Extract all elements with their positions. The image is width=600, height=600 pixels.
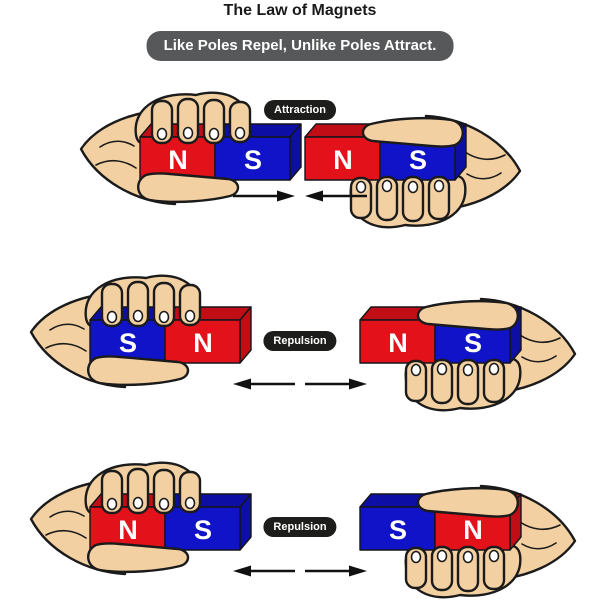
fingernail bbox=[462, 363, 474, 377]
left-hand-with-magnet: S N bbox=[29, 274, 252, 389]
thumb bbox=[416, 299, 519, 331]
magnet-top-right bbox=[164, 306, 252, 321]
fingernail bbox=[436, 362, 448, 376]
fingernail bbox=[433, 179, 445, 193]
pole-label: N bbox=[388, 328, 408, 358]
palm-crease bbox=[466, 172, 502, 180]
diverging-arrows-icon bbox=[233, 378, 367, 390]
magnet-half-left bbox=[359, 506, 436, 551]
thumb bbox=[361, 116, 464, 148]
magnet-half-left bbox=[359, 319, 436, 364]
pole-label: S bbox=[409, 145, 427, 175]
magnet-half-left bbox=[304, 136, 381, 181]
fingernail bbox=[106, 310, 118, 324]
converging-arrows-icon bbox=[233, 190, 367, 202]
pole-label: N bbox=[118, 515, 138, 545]
palm-crease bbox=[519, 334, 561, 344]
pole-label: N bbox=[193, 328, 213, 358]
magnet-half-right bbox=[214, 136, 291, 181]
fingernail bbox=[488, 362, 500, 376]
pole-label: S bbox=[389, 515, 407, 545]
pole-label: S bbox=[119, 328, 137, 358]
fingernail bbox=[462, 550, 474, 564]
fingernail bbox=[158, 497, 170, 511]
fingernail bbox=[355, 180, 367, 194]
hand-fingers bbox=[404, 299, 519, 406]
attraction-badge: Attraction bbox=[264, 100, 336, 120]
thumb bbox=[87, 355, 190, 387]
diverging-arrows-icon bbox=[233, 565, 367, 577]
palm-crease bbox=[521, 355, 557, 363]
palm-crease bbox=[49, 323, 85, 331]
right-hand-with-magnet: S N bbox=[359, 484, 577, 599]
fingernail bbox=[436, 549, 448, 563]
palm-crease bbox=[521, 542, 557, 550]
fingernail bbox=[132, 496, 144, 510]
palm-crease bbox=[45, 342, 87, 352]
fingernail bbox=[410, 550, 422, 564]
right-hand-with-magnet: N S bbox=[304, 114, 522, 229]
pole-label: S bbox=[464, 328, 482, 358]
fingernail bbox=[234, 126, 246, 140]
page-title: The Law of Magnets bbox=[223, 2, 377, 19]
repulsion-badge: Repulsion bbox=[263, 331, 337, 351]
hand-fingers bbox=[137, 97, 252, 204]
fingernail bbox=[410, 363, 422, 377]
left-hand-with-magnet: N S bbox=[29, 461, 252, 576]
repulsion-badge: Repulsion bbox=[263, 517, 337, 537]
magnet-top-right bbox=[164, 493, 252, 508]
right-hand-with-magnet: N S bbox=[359, 297, 577, 412]
palm-crease bbox=[95, 159, 137, 169]
pole-label: S bbox=[194, 515, 212, 545]
subtitle-banner: Like Poles Repel, Unlike Poles Attract. bbox=[146, 31, 454, 61]
fingernail bbox=[407, 180, 419, 194]
fingernail bbox=[158, 310, 170, 324]
fingernail bbox=[106, 497, 118, 511]
pole-label: N bbox=[333, 145, 353, 175]
palm-crease bbox=[519, 521, 561, 531]
pole-label: S bbox=[244, 145, 262, 175]
magnet: S N bbox=[89, 306, 252, 364]
fingernail bbox=[208, 127, 220, 141]
hand-fingers bbox=[87, 467, 202, 574]
fingernail bbox=[488, 549, 500, 563]
fingernail bbox=[381, 179, 393, 193]
palm-crease bbox=[49, 510, 85, 518]
pole-label: N bbox=[168, 145, 188, 175]
thumb bbox=[416, 486, 519, 518]
palm-crease bbox=[45, 529, 87, 539]
hand-fingers bbox=[87, 280, 202, 387]
palm-crease bbox=[464, 151, 506, 161]
fingernail bbox=[182, 126, 194, 140]
thumb bbox=[137, 172, 240, 204]
fingernail bbox=[156, 127, 168, 141]
palm-crease bbox=[99, 140, 135, 148]
hand-fingers bbox=[349, 116, 464, 223]
fingernail bbox=[184, 309, 196, 323]
fingernail bbox=[132, 309, 144, 323]
left-hand-with-magnet: N S bbox=[79, 91, 302, 206]
magnet-half-right bbox=[164, 319, 241, 364]
hand-fingers bbox=[404, 486, 519, 593]
pole-label: N bbox=[463, 515, 483, 545]
fingernail bbox=[184, 496, 196, 510]
magnet-half-right bbox=[164, 506, 241, 551]
thumb bbox=[87, 542, 190, 574]
